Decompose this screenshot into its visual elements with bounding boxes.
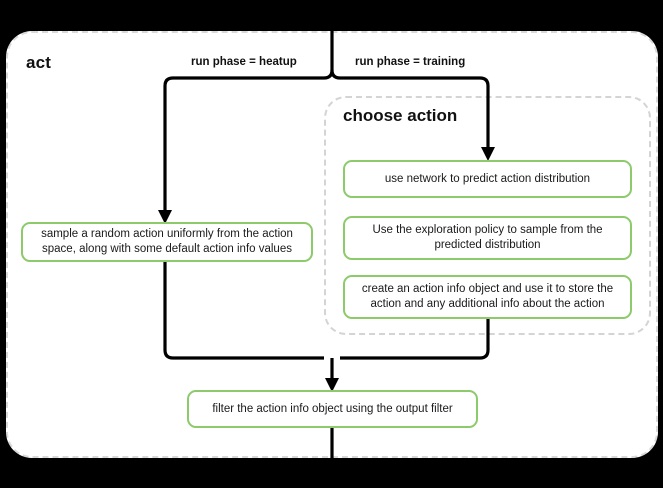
choose-action-title: choose action — [343, 106, 458, 125]
edge-label-training: run phase = training — [355, 56, 466, 68]
node-exploration-policy[interactable]: Use the exploration policy to sample fro… — [343, 216, 632, 260]
node-create-action-info[interactable]: create an action info object and use it … — [343, 275, 632, 319]
node-sample-random-action[interactable]: sample a random action uniformly from th… — [21, 222, 313, 262]
node-output-filter[interactable]: filter the action info object using the … — [187, 390, 478, 428]
node-use-network[interactable]: use network to predict action distributi… — [343, 160, 632, 198]
edge-label-heatup: run phase = heatup — [191, 56, 297, 68]
act-title: act — [26, 53, 52, 72]
